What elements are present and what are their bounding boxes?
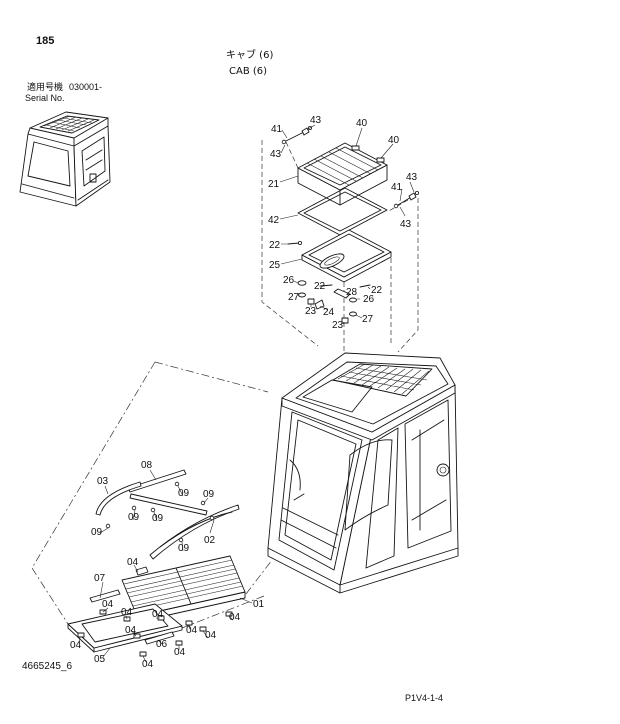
strip-middle <box>129 493 208 516</box>
callout-label: 26 <box>283 275 295 286</box>
callout-label: 43 <box>406 172 418 183</box>
page-code: P1V4-1-4 <box>405 693 443 703</box>
leader-lines-top <box>279 124 415 325</box>
cab-frame <box>267 352 459 594</box>
hinge-40-b <box>376 157 385 163</box>
page-number: 185 <box>36 35 54 47</box>
callouts-top: 41 43 40 40 43 21 43 41 43 42 22 25 26 2… <box>268 115 418 331</box>
small-fasteners-top <box>287 240 371 324</box>
diagram-id: 4665245_6 <box>22 661 72 672</box>
callout-label: 43 <box>400 219 412 230</box>
roof-grille <box>332 363 433 397</box>
callout-label: 04 <box>121 607 133 618</box>
callout-label: 09 <box>91 527 103 538</box>
callout-label: 04 <box>102 599 114 610</box>
callout-label: 09 <box>128 512 140 523</box>
callout-label: 28 <box>346 287 358 298</box>
callout-label: 23 <box>332 320 344 331</box>
weatherstrip-08 <box>127 469 187 493</box>
callout-label: 41 <box>391 182 403 193</box>
callout-label: 02 <box>204 535 216 546</box>
construction-lines-bottom <box>31 361 273 629</box>
side-window <box>344 439 393 531</box>
strip-06 <box>144 631 175 645</box>
cover-21 <box>297 142 388 206</box>
callout-label: 26 <box>363 294 375 305</box>
hinge-40-a <box>351 145 360 151</box>
callout-label: 22 <box>269 240 281 251</box>
panel-25 <box>301 229 392 283</box>
callout-label: 09 <box>152 513 164 524</box>
serial-range: 030001- <box>69 82 102 92</box>
bolt-left-41 <box>281 126 312 145</box>
roof-opening-front <box>302 379 373 413</box>
bracket-04-upper <box>135 566 149 576</box>
callout-label: 09 <box>203 489 215 500</box>
callout-label: 04 <box>229 612 241 623</box>
panel-window <box>319 253 345 269</box>
weatherstrip-02 <box>149 504 240 560</box>
callout-label: 43 <box>270 149 282 160</box>
weatherstrip-03 <box>95 481 142 516</box>
callout-label: 42 <box>268 215 280 226</box>
callout-label: 04 <box>125 625 137 636</box>
callout-label: 25 <box>269 260 281 271</box>
callout-label: 04 <box>152 609 164 620</box>
title-english: CAB (6) <box>229 66 267 77</box>
callout-label: 03 <box>97 476 109 487</box>
callout-label: 21 <box>268 179 280 190</box>
callout-label: 05 <box>94 654 106 665</box>
callout-label: 09 <box>178 543 190 554</box>
callout-label: 40 <box>356 118 368 129</box>
callout-label: 04 <box>127 557 139 568</box>
callout-label: 09 <box>178 488 190 499</box>
strip-07 <box>89 589 121 603</box>
clips-09 <box>105 481 215 543</box>
callout-label: 06 <box>156 639 168 650</box>
callout-label: 23 <box>305 306 317 317</box>
callout-label: 22 <box>314 281 326 292</box>
callout-label: 41 <box>271 124 283 135</box>
callout-label: 04 <box>174 647 186 658</box>
seal-42 <box>297 187 388 236</box>
callouts-bottom: 08 03 09 09 09 09 09 02 09 04 07 04 04 0… <box>70 460 265 670</box>
callout-label: 27 <box>288 292 300 303</box>
frame-05 <box>67 603 183 653</box>
callout-label: 08 <box>141 460 153 471</box>
callout-label: 01 <box>253 599 265 610</box>
callout-label: 40 <box>388 135 400 146</box>
serial-label-english: Serial No. <box>25 93 65 103</box>
callout-label: 04 <box>70 640 82 651</box>
leader-lines-bottom <box>78 469 253 663</box>
callout-label: 04 <box>142 659 154 670</box>
callout-label: 04 <box>186 625 198 636</box>
title-japanese: キャブ (6) <box>226 48 273 61</box>
callout-label: 24 <box>323 307 335 318</box>
callout-label: 27 <box>362 314 374 325</box>
callout-label: 43 <box>310 115 322 126</box>
bolt-right-41 <box>393 190 419 209</box>
callout-label: 04 <box>205 630 217 641</box>
callout-label: 07 <box>94 573 106 584</box>
reference-cab-illustration <box>19 111 111 207</box>
callout-label: 22 <box>371 285 383 296</box>
serial-label-japanese: 適用号機 <box>27 81 63 92</box>
